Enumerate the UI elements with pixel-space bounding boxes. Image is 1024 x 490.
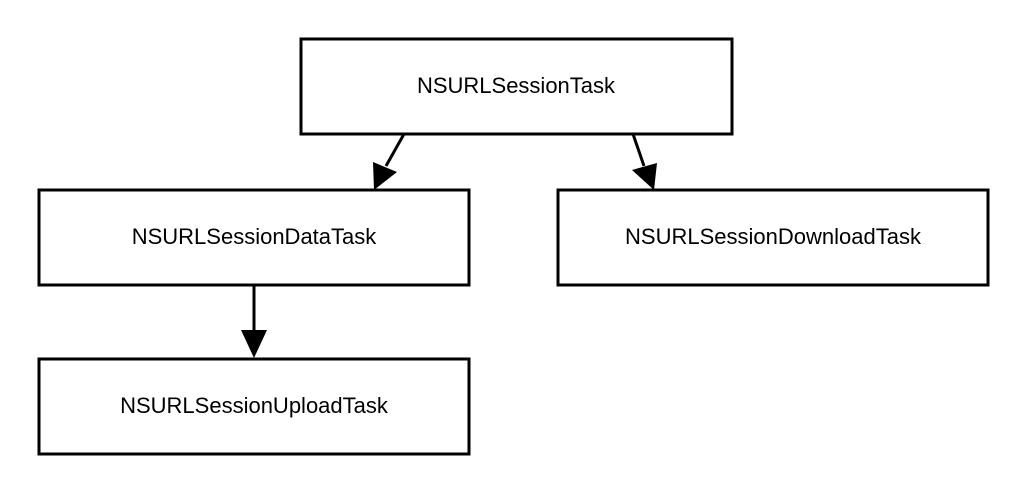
node-data-task: NSURLSessionDataTask [37, 188, 471, 287]
edge-session-task-to-download-task [631, 133, 657, 190]
node-upload-task-label: NSURLSessionUploadTask [120, 393, 389, 418]
node-data-task-label: NSURLSessionDataTask [132, 224, 378, 249]
node-download-task: NSURLSessionDownloadTask [556, 188, 990, 287]
node-upload-task: NSURLSessionUploadTask [37, 357, 471, 456]
node-session-task-label: NSURLSessionTask [417, 73, 616, 98]
edge-session-task-to-data-task [373, 133, 406, 190]
node-session-task: NSURLSessionTask [299, 37, 734, 136]
node-download-task-label: NSURLSessionDownloadTask [625, 224, 922, 249]
edge-data-task-to-upload-task [241, 285, 267, 358]
